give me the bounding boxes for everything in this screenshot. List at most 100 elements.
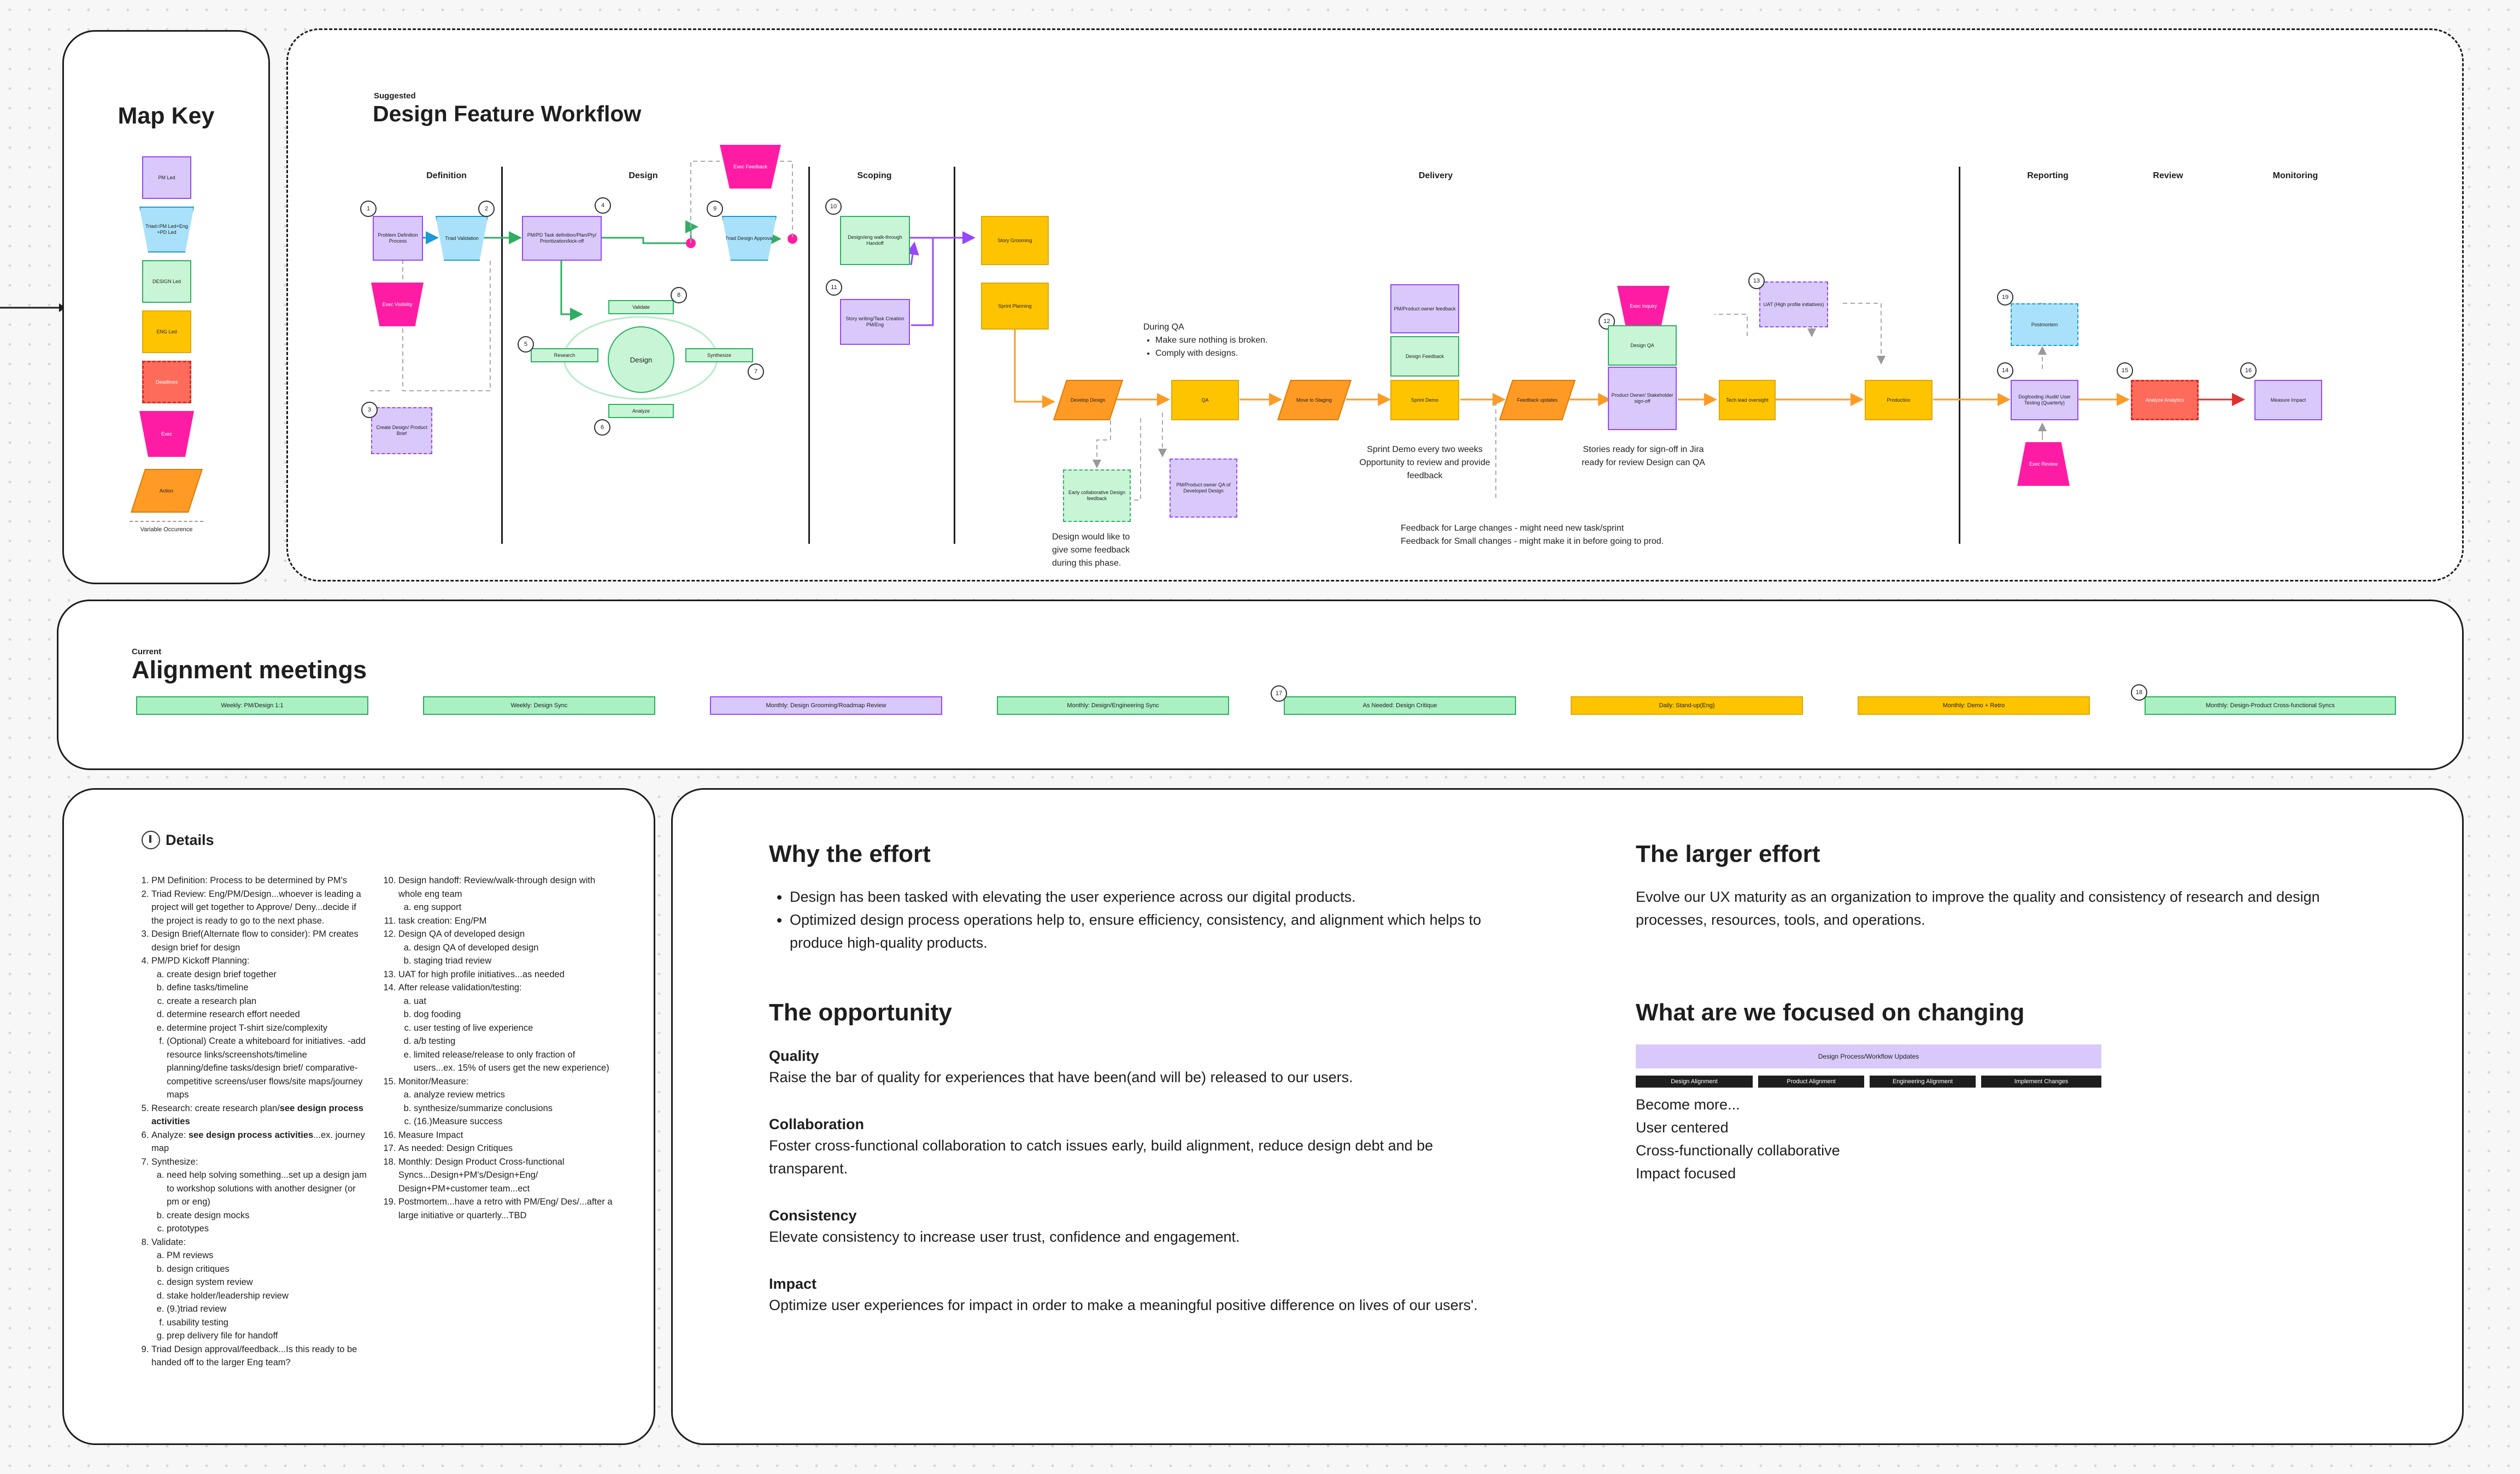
details-col1-subitem: prototypes [167,1222,367,1236]
node-pm-owner-qa[interactable]: PM/Product owner QA of Developed Design [1170,459,1237,518]
details-col2: Design handoff: Review/walk-through desi… [384,874,614,1222]
node-pm-pd-kickoff[interactable]: PM/PD Task definition/Plan/Pty/ Prioriti… [522,216,602,261]
node-synthesize[interactable]: Synthesize [685,348,753,362]
details-col1: PM Definition: Process to be determined … [137,874,367,1370]
node-postmortem[interactable]: Postmortem [2011,303,2078,346]
node-design[interactable]: Design [608,326,674,393]
node-feedback-updates[interactable]: Feedback updates [1499,380,1576,420]
details-col2-subitem: a/b testing [414,1035,614,1048]
node-exec-visibility[interactable]: Exec Visibility [371,283,424,326]
step-14: 14 [1997,362,2013,379]
node-research[interactable]: Research [531,348,598,362]
step-9: 9 [707,201,723,217]
opp-consistency-title: Consistency [769,1207,857,1224]
details-col1-item: Research: create research plan/see desig… [151,1102,367,1129]
phase-design: Design [628,171,658,180]
node-design-qa[interactable]: Design QA [1608,325,1677,366]
alignment-panel: Current Alignment meetings Weekly: PM/De… [57,600,2464,770]
meeting-design-sync[interactable]: Weekly: Design Sync [423,696,655,715]
meeting-demo-retro[interactable]: Monthly: Demo + Retro [1858,696,2090,715]
phase-scoping: Scoping [857,171,892,180]
why-title: Why the effort [769,841,931,867]
focus-list: Become more... User centered Cross-funct… [1636,1093,2018,1185]
node-triad-validation[interactable]: Triad Validation [436,216,488,261]
meeting-cross-functional[interactable]: Monthly: Design-Product Cross-functional… [2145,696,2396,715]
meeting-design-grooming[interactable]: Monthly: Design Grooming/Roadmap Review [710,696,942,715]
details-col2-subitem: dog fooding [414,1008,614,1021]
opp-impact-title: Impact [769,1276,817,1292]
node-design-walkthrough[interactable]: Design/eng walk-through Handoff [840,216,910,265]
details-col1-subitem: create design mocks [167,1209,367,1223]
node-create-design-brief[interactable]: Create Design/ Product Brief [371,407,432,454]
node-analyze[interactable]: Analyze [608,404,674,418]
details-col2-item: Design handoff: Review/walk-through desi… [398,874,614,914]
node-design-feedback[interactable]: Design Feedback [1390,336,1459,377]
node-problem-definition[interactable]: Problem Definition Process [373,216,423,261]
note-sprint-demo: Sprint Demo every two weeks Opportunity … [1359,445,1490,480]
details-col1-subitem: determine research effort needed [167,1008,367,1021]
key-deadlines: Deadlines [142,361,191,403]
focus-item-4: Impact focused [1636,1165,1736,1182]
node-dogfooding[interactable]: Dogfooding /Audit/ User Testing (Quarter… [2011,380,2078,420]
node-tech-lead-oversight[interactable]: Tech lead oversight [1719,380,1776,420]
node-exec-review[interactable]: Exec Review [2017,442,2070,486]
node-triad-design-approval[interactable]: Triad Design Approval [722,216,777,261]
phase-review: Review [2153,171,2183,180]
node-product-owner-signoff[interactable]: Product Owner/ Stakeholder sign-off [1608,367,1677,430]
why-bullets: Design has been tasked with elevating th… [769,885,1533,954]
opp-quality-text: Raise the bar of quality for experiences… [769,1069,1353,1085]
node-story-writing[interactable]: Story writing/Task Creation PM/Eng [840,299,910,345]
details-col1-item: PM/PD Kickoff Planning:create design bri… [151,954,367,1102]
details-col1-subitem: define tasks/timeline [167,981,367,995]
focus-tag-engineering: Engineering Alignment [1870,1076,1976,1088]
step-11: 11 [826,279,842,296]
opp-collaboration-text: Foster cross-functional collaboration to… [769,1137,1434,1177]
node-early-collab[interactable]: Early collaborative Design feedback [1063,469,1131,522]
details-col2-item: task creation: Eng/PM [398,914,614,928]
meeting-design-eng-sync[interactable]: Monthly: Design/Engineering Sync [997,696,1229,715]
note-feedback-small: Feedback for Small changes - might make … [1401,537,1664,546]
variable-line [130,521,203,522]
node-story-grooming[interactable]: Story Grooming [981,216,1049,265]
phase-monitoring: Monitoring [2272,171,2318,180]
node-uat[interactable]: UAT (High profile initiatives) [1759,281,1828,327]
divider-delivery [1959,167,1960,544]
details-panel: Details PM Definition: Process to be det… [62,788,655,1445]
node-exec-feedback[interactable]: Exec Feedback [720,145,781,189]
why-bullet-1: Design has been tasked with elevating th… [790,885,1533,908]
details-col1-subitem: stake holder/leadership review [167,1289,367,1303]
node-pm-owner-feedback[interactable]: PM/Product owner feedback [1390,284,1459,333]
details-col1-subitem: prep delivery file for handoff [167,1329,367,1343]
node-sprint-planning[interactable]: Sprint Planning [981,283,1049,330]
meeting-standup[interactable]: Daily: Stand-up(Eng) [1571,696,1803,715]
details-col1-subitem: create design brief together [167,968,367,982]
variable-label: Variable Occurence [140,526,193,533]
map-key-title: Map Key [118,103,215,129]
key-design-led: DESIGN Led [142,260,191,303]
details-col1-item: Design Brief(Alternate flow to consider)… [151,927,367,954]
meeting-design-critique[interactable]: As Needed: Design Critique [1284,696,1516,715]
node-validate[interactable]: Validate [608,300,674,314]
details-col2-subitem: limited release/release to only fraction… [414,1048,614,1075]
step-8: 8 [671,287,687,303]
opp-quality-title: Quality [769,1048,819,1064]
divider-definition [501,167,503,544]
details-col1-subitem: create a research plan [167,995,367,1008]
divider-design [808,167,810,544]
opp-impact-text: Optimize user experiences for impact in … [769,1297,1478,1313]
details-col2-item: Measure Impact [398,1129,614,1142]
node-exec-inquiry[interactable]: Exec Inquiry [1617,286,1670,326]
node-qa[interactable]: QA [1171,380,1239,420]
details-col2-item: Monitor/Measure:analyze review metricssy… [398,1075,614,1129]
meeting-pm-design[interactable]: Weekly: PM/Design 1:1 [136,696,368,715]
node-sprint-demo[interactable]: Sprint Demo [1390,380,1459,420]
details-icon [142,831,160,849]
step-16: 16 [2240,362,2257,379]
key-eng-led: ENG Led [142,310,191,353]
node-production[interactable]: Production [1865,380,1932,420]
node-measure-impact[interactable]: Measure Impact [2254,380,2322,420]
node-analyze-analytics[interactable]: Analyze Analytics [2131,380,2199,420]
details-title: Details [166,831,214,848]
divider-scoping [954,167,955,544]
step-1: 1 [360,201,377,217]
